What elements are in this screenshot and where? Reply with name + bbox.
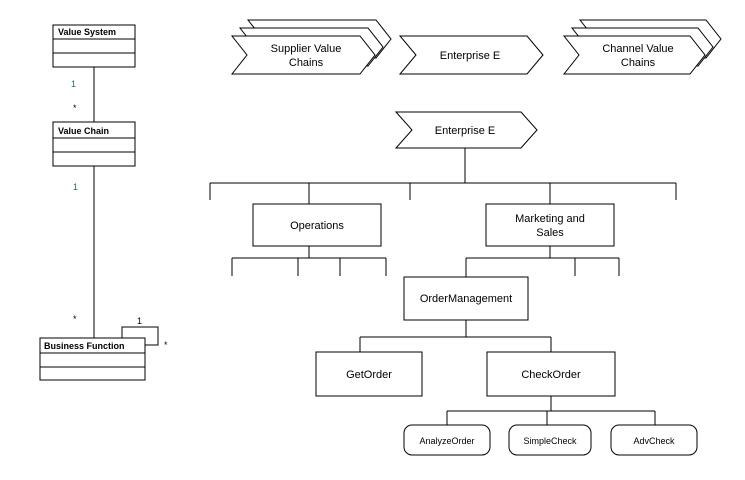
value-chain-label: Value Chain — [58, 126, 109, 136]
supplier-value-chains-shape: Supplier Value Chains — [230, 19, 392, 75]
value-system-class: Value System — [52, 24, 136, 68]
multiplicity-label: * — [164, 340, 168, 350]
operations-label: Operations — [290, 220, 344, 232]
marketing-sales-label-line2: Sales — [536, 227, 564, 239]
multiplicity-label: 1 — [73, 182, 78, 192]
adv-check-label: AdvCheck — [633, 436, 675, 446]
value-chain-class: Value Chain — [52, 121, 136, 167]
marketing-sales-box: Marketing and Sales — [485, 203, 615, 247]
channel-value-chains-label-line2: Chains — [621, 57, 656, 69]
get-order-box: GetOrder — [315, 351, 423, 397]
channel-value-chains-label-line1: Channel Value — [602, 43, 673, 55]
enterprise-e-chevron: Enterprise E — [398, 35, 544, 75]
business-function-label: Business Function — [44, 341, 125, 351]
get-order-label: GetOrder — [346, 369, 392, 381]
enterprise-e-label: Enterprise E — [440, 50, 501, 62]
supplier-value-chains-label-line2: Chains — [289, 57, 324, 69]
marketing-sales-label-line1: Marketing and — [515, 213, 585, 225]
multiplicity-label: * — [73, 103, 77, 113]
channel-value-chains-shape: Channel Value Chains — [562, 19, 722, 75]
operations-box: Operations — [252, 203, 382, 247]
enterprise-e-root-chevron: Enterprise E — [394, 111, 538, 149]
supplier-value-chains-label-line1: Supplier Value — [271, 43, 342, 55]
value-system-label: Value System — [58, 27, 116, 37]
multiplicity-label: 1 — [137, 316, 142, 326]
simple-check-box: SimpleCheck — [508, 424, 592, 456]
hierarchy-connectors — [209, 148, 677, 425]
order-management-label: OrderManagement — [420, 293, 512, 305]
adv-check-box: AdvCheck — [610, 424, 698, 456]
business-function-class: Business Function — [39, 337, 146, 381]
analyze-order-box: AnalyzeOrder — [403, 424, 491, 456]
check-order-box: CheckOrder — [486, 351, 616, 397]
order-management-box: OrderManagement — [403, 276, 529, 321]
analyze-order-label: AnalyzeOrder — [419, 436, 474, 446]
multiplicity-label: 1 — [71, 79, 76, 89]
simple-check-label: SimpleCheck — [523, 436, 577, 446]
check-order-label: CheckOrder — [521, 369, 581, 381]
multiplicity-label: * — [73, 314, 77, 324]
self-association-line — [121, 326, 159, 346]
enterprise-e-root-label: Enterprise E — [435, 125, 496, 137]
